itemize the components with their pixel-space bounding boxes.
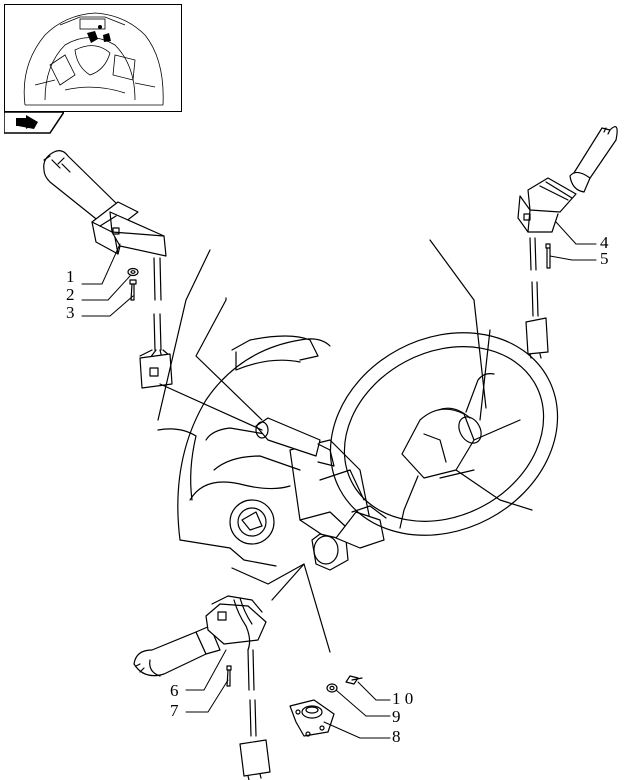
callout-3[interactable]: 3 [66,303,75,322]
callout-1[interactable]: 1 [66,267,75,286]
lever-switch-left[interactable] [43,150,173,389]
lever-switch-right[interactable] [517,126,618,359]
callout-leaders [81,221,597,739]
lever-switch-lower[interactable] [133,595,271,780]
overview-thumbnail[interactable] [4,4,182,112]
screw-part-3[interactable] [129,279,137,301]
callout-7[interactable]: 7 [170,701,179,720]
washer-part-2[interactable] [127,267,139,277]
back-nav-button[interactable] [3,111,66,134]
screw-part-5[interactable] [545,243,551,269]
nut-part-9[interactable] [326,683,338,693]
thumbnail-drawing [23,12,164,106]
bracket-part-8[interactable] [289,699,335,737]
screw-part-7[interactable] [226,665,232,687]
callout-6[interactable]: 6 [170,681,179,700]
leader-lines [157,239,491,653]
callout-4[interactable]: 4 [600,233,609,252]
callout-5[interactable]: 5 [600,249,609,268]
callout-10[interactable]: 1 0 [392,689,414,708]
callout-9[interactable]: 9 [392,707,401,726]
arrow-back-icon [3,111,66,134]
dashboard-assembly [157,332,559,571]
screw-part-10[interactable] [345,675,363,685]
callout-2[interactable]: 2 [66,285,75,304]
callout-8[interactable]: 8 [392,727,401,746]
